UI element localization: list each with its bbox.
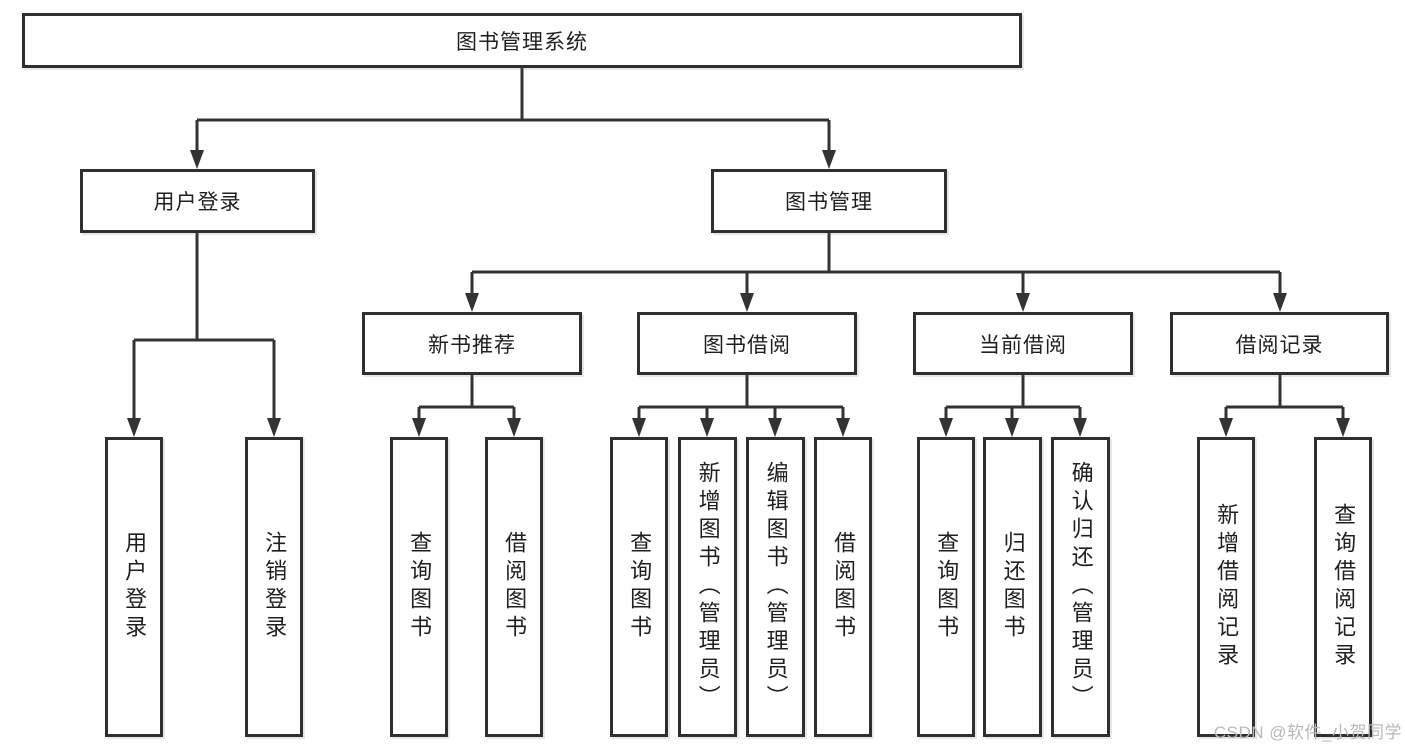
leaf-label: 注销登录 xyxy=(262,531,288,643)
leaf-query-books-1: 查询图书 xyxy=(390,437,448,737)
arrowhead-book-mgmt xyxy=(822,150,836,169)
leaf-add-borrow-record: 新增借阅记录 xyxy=(1197,437,1255,737)
node-user-login: 用户登录 xyxy=(80,169,315,233)
arrowhead-leaf xyxy=(1336,418,1350,437)
connector-book-borrow xyxy=(637,375,845,420)
leaf-query-books-3: 查询图书 xyxy=(917,437,975,737)
watermark: CSDN @软件_小贺同学 xyxy=(1213,723,1402,742)
leaf-label: 查询图书 xyxy=(627,531,653,643)
connector-book-mgmt xyxy=(470,233,1282,296)
arrowhead-borrow-records xyxy=(1273,293,1287,312)
arrowhead-leaf xyxy=(700,418,714,437)
node-book-borrow: 图书借阅 xyxy=(637,312,857,375)
connector-new-books xyxy=(417,375,516,420)
leaf-label: 新增图书（管理员） xyxy=(695,461,721,713)
leaf-label: 用户登录 xyxy=(122,531,148,643)
leaf-logout: 注销登录 xyxy=(245,437,303,737)
connector-borrow-records xyxy=(1224,375,1345,420)
leaf-edit-books-admin: 编辑图书（管理员） xyxy=(746,437,805,737)
node-new-books: 新书推荐 xyxy=(362,312,582,375)
arrowhead-leaf xyxy=(939,418,953,437)
leaf-confirm-return-admin: 确认归还（管理员） xyxy=(1051,437,1110,737)
node-current-borrow: 当前借阅 xyxy=(913,312,1133,375)
arrowhead-leaf xyxy=(768,418,782,437)
arrowhead-book-borrow xyxy=(740,293,754,312)
node-root: 图书管理系统 xyxy=(22,13,1022,68)
leaf-query-borrow-record: 查询借阅记录 xyxy=(1314,437,1372,737)
leaf-query-books-2: 查询图书 xyxy=(610,437,668,737)
arrowhead-leaf xyxy=(632,418,646,437)
leaf-borrow-books-2: 借阅图书 xyxy=(814,437,872,737)
leaf-label: 确认归还（管理员） xyxy=(1068,461,1094,713)
leaf-label: 编辑图书（管理员） xyxy=(763,461,789,713)
arrowhead-current-borrow xyxy=(1016,293,1030,312)
leaf-label: 新增借阅记录 xyxy=(1214,503,1240,671)
arrowhead-leaf xyxy=(127,418,141,437)
connector-user-login xyxy=(132,233,276,420)
leaf-label: 查询图书 xyxy=(934,531,960,643)
node-book-mgmt: 图书管理 xyxy=(711,169,947,233)
leaf-user-login: 用户登录 xyxy=(105,437,163,737)
arrowhead-leaf xyxy=(507,418,521,437)
leaf-return-books: 归还图书 xyxy=(983,437,1042,737)
arrowhead-new-books xyxy=(465,293,479,312)
arrowhead-leaf xyxy=(1073,418,1087,437)
connector-current-borrow xyxy=(944,375,1082,420)
node-borrow-records: 借阅记录 xyxy=(1170,312,1389,375)
leaf-label: 借阅图书 xyxy=(502,531,528,643)
connector-root xyxy=(195,68,831,153)
arrowhead-leaf xyxy=(1219,418,1233,437)
leaf-label: 查询借阅记录 xyxy=(1331,503,1357,671)
arrowhead-leaf xyxy=(1005,418,1019,437)
arrowhead-user-login xyxy=(190,150,204,169)
leaf-borrow-books-1: 借阅图书 xyxy=(485,437,543,737)
leaf-label: 查询图书 xyxy=(407,531,433,643)
leaf-label: 借阅图书 xyxy=(831,531,857,643)
arrowhead-leaf xyxy=(836,418,850,437)
arrowhead-leaf xyxy=(412,418,426,437)
leaf-add-books-admin: 新增图书（管理员） xyxy=(678,437,737,737)
leaf-label: 归还图书 xyxy=(1000,531,1026,643)
arrowhead-leaf xyxy=(267,418,281,437)
